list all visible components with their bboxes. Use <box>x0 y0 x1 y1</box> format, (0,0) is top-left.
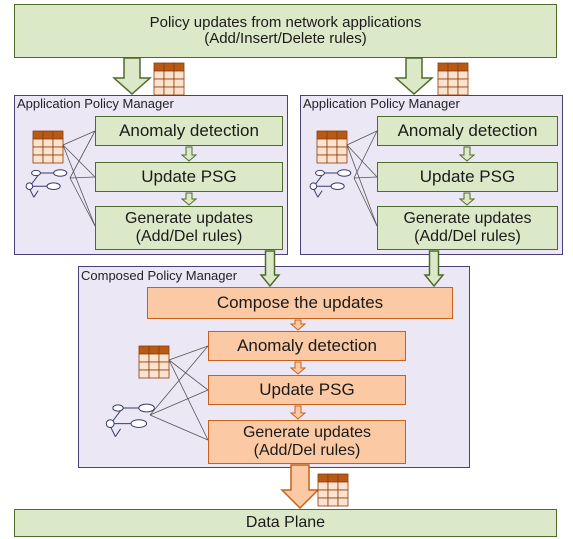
generate-updates-composed: Generate updates (Add/Del rules) <box>208 420 406 464</box>
down-arrow-to-left-manager <box>112 57 152 96</box>
anomaly-detection-composed: Anomaly detection <box>208 331 406 361</box>
compose-updates-step: Compose the updates <box>147 287 453 319</box>
generate-updates-left: Generate updates (Add/Del rules) <box>95 206 283 250</box>
down-arrow-to-right-manager <box>394 57 434 96</box>
generate-updates-right-line1: Generate updates <box>403 210 532 228</box>
generate-updates-composed-line2: (Add/Del rules) <box>253 442 361 459</box>
update-psg-left: Update PSG <box>95 162 283 192</box>
generate-updates-left-line2: (Add/Del rules) <box>135 228 243 245</box>
rule-table-icon-top-left <box>153 62 185 96</box>
policy-updates-box: Policy updates from network applications… <box>14 4 557 58</box>
rule-table-icon-top-right <box>437 62 469 96</box>
app-policy-manager-left-title: Application Policy Manager <box>17 96 174 111</box>
generate-updates-left-line1: Generate updates <box>124 210 254 228</box>
update-psg-composed: Update PSG <box>208 375 406 405</box>
policy-updates-title: Policy updates from network applications <box>149 13 422 31</box>
policy-updates-subtitle: (Add/Insert/Delete rules) <box>204 30 367 47</box>
down-arrow-to-data-plane <box>280 464 320 510</box>
data-plane-box: Data Plane <box>14 509 557 537</box>
update-psg-right: Update PSG <box>377 162 558 192</box>
generate-updates-right-line2: (Add/Del rules) <box>414 228 521 245</box>
generate-updates-right: Generate updates (Add/Del rules) <box>377 206 558 250</box>
anomaly-detection-right: Anomaly detection <box>377 116 558 146</box>
app-policy-manager-right-title: Application Policy Manager <box>303 96 460 111</box>
rule-table-icon-data-plane <box>317 473 349 507</box>
anomaly-detection-left: Anomaly detection <box>95 116 283 146</box>
generate-updates-composed-line1: Generate updates <box>242 424 372 442</box>
composed-policy-manager-title: Composed Policy Manager <box>81 268 238 283</box>
